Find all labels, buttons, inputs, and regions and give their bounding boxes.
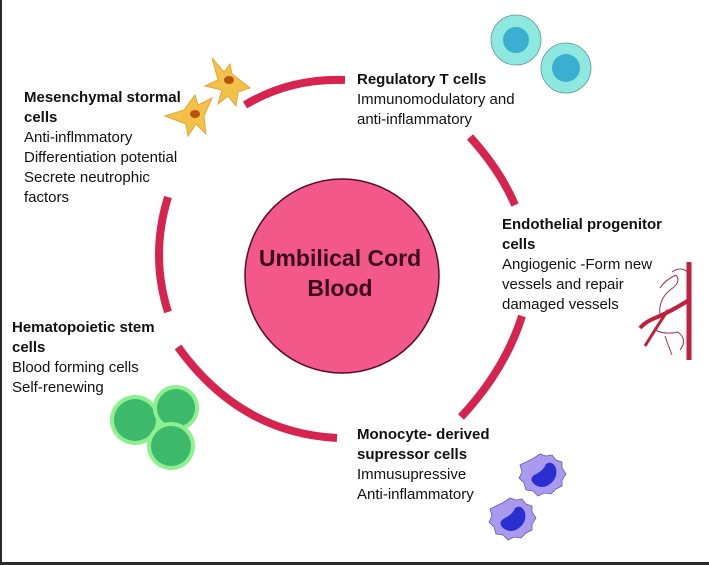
node-title: Monocyte- derived xyxy=(357,426,490,443)
node-title: cells xyxy=(24,109,58,126)
node-description: Anti-inflmmatory xyxy=(24,129,133,146)
center-node-label-line2: Blood xyxy=(307,275,373,301)
node-title: Endothelial progenitor xyxy=(502,216,662,233)
node-description: Blood forming cells xyxy=(12,359,139,376)
node-regulatory-t: Regulatory T cells Immunomodulatory and … xyxy=(357,70,515,130)
node-description: Anti-inflammatory xyxy=(357,486,474,503)
node-description: anti-inflammatory xyxy=(357,111,473,128)
node-description: Differentiation potential xyxy=(24,149,178,166)
center-node-circle xyxy=(244,178,440,374)
node-description: factors xyxy=(24,189,70,206)
node-hematopoietic: Hematopoietic stem cells Blood forming c… xyxy=(12,318,155,398)
node-monocyte: Monocyte- derived supressor cells Immusu… xyxy=(357,425,490,505)
cycle-arcs xyxy=(155,75,526,442)
mesenchymal-cell-icon xyxy=(163,57,252,138)
node-title: Hematopoietic stem xyxy=(12,319,155,336)
arc-treg-to-epc xyxy=(467,134,519,207)
node-mesenchymal: Mesenchymal stormal cells Anti-inflmmato… xyxy=(24,88,181,208)
node-endothelial: Endothelial progenitor cells Angiogenic … xyxy=(502,215,662,315)
node-description: vessels and repair xyxy=(502,276,624,293)
node-description: Secrete neutrophic xyxy=(24,169,150,186)
center-node-label-line1: Umbilical Cord xyxy=(258,245,422,271)
node-title: cells xyxy=(502,236,536,253)
blood-vessel-icon xyxy=(638,262,692,360)
node-description: Immusupressive xyxy=(357,466,467,483)
node-title: supressor cells xyxy=(357,446,468,463)
node-title: Regulatory T cells xyxy=(357,71,487,88)
node-description: Immunomodulatory and xyxy=(357,91,515,108)
node-description: Self-renewing xyxy=(12,379,104,396)
node-description: damaged vessels xyxy=(502,296,619,313)
node-description: Angiogenic -Form new xyxy=(502,256,653,273)
t-cell-icon xyxy=(490,14,592,94)
node-title: cells xyxy=(12,339,46,356)
center-node-label: Umbilical Cord Blood xyxy=(240,243,440,303)
arc-hsc-to-msc xyxy=(155,195,172,314)
arc-epc-to-mdsc xyxy=(458,314,526,420)
node-title: Mesenchymal stormal xyxy=(24,89,181,106)
arc-mdsc-to-hsc xyxy=(174,344,338,442)
arc-msc-to-treg xyxy=(242,75,346,109)
stem-cell-icon xyxy=(110,385,199,470)
monocyte-icon xyxy=(488,453,567,541)
